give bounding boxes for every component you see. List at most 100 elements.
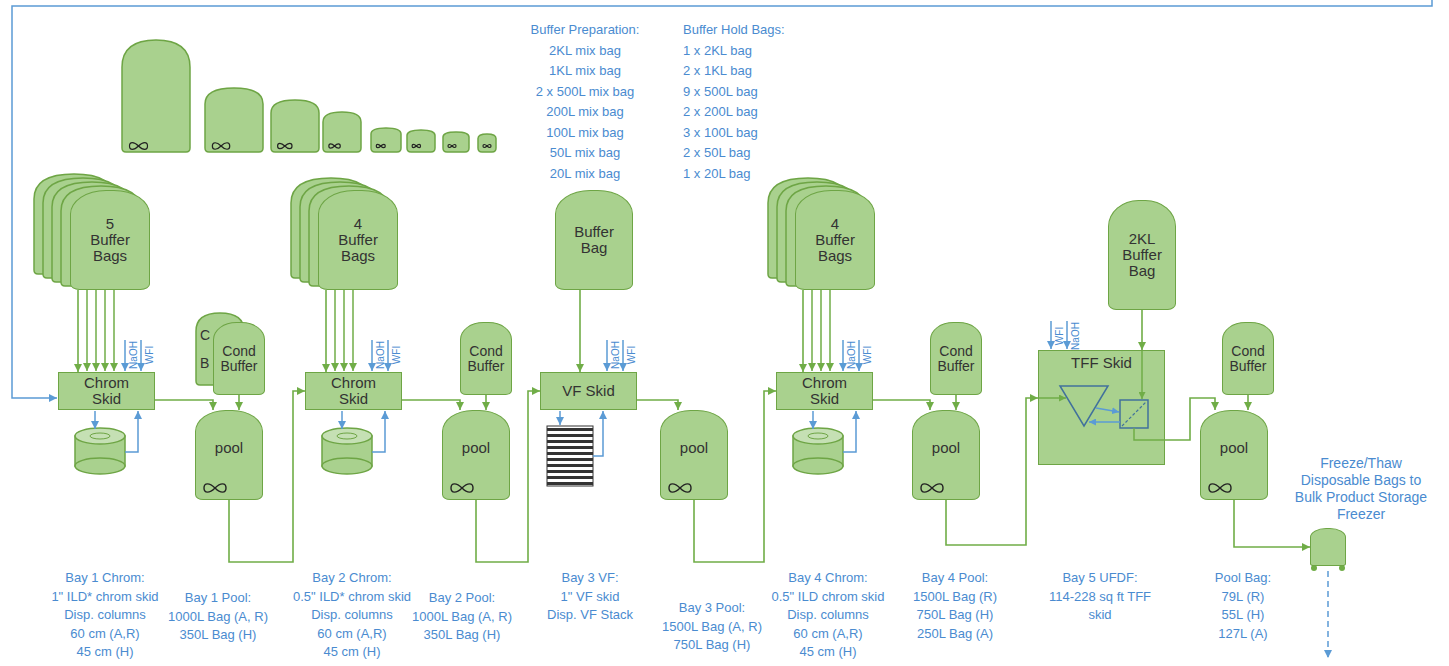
vf-stack-plate xyxy=(547,470,593,473)
prep-tank xyxy=(205,88,263,152)
annotation-label: 750L Bag (H) xyxy=(917,607,994,622)
node-label: Cond Buffer xyxy=(932,344,980,374)
node-label: 2KL Buffer Bag xyxy=(1114,231,1170,279)
utility-label: NaOH xyxy=(610,341,621,369)
utility-line xyxy=(1050,321,1052,349)
node-label: Chrom Skid xyxy=(324,375,384,407)
annotation-label: Disp. columns xyxy=(787,607,869,622)
prep-tank xyxy=(271,100,319,152)
annotation-label: 60 cm (A,R) xyxy=(793,626,862,641)
annotation-label: Disp. columns xyxy=(311,607,393,622)
chrom-column xyxy=(75,458,125,474)
cond-buffer-bag: Cond Buffer xyxy=(460,322,512,395)
mixer-symbol xyxy=(483,145,491,148)
mixer-symbol xyxy=(921,484,943,492)
column-return xyxy=(125,411,138,452)
column-return xyxy=(843,411,856,452)
node-label: Cond Buffer xyxy=(462,344,510,374)
annotation-label: 250L Bag (A) xyxy=(917,626,993,641)
buffer-line xyxy=(95,290,97,371)
annotation-label: 200L mix bag xyxy=(546,104,624,119)
annotation-label: Bay 3 VF: xyxy=(561,570,618,585)
annotation-label: 20L mix bag xyxy=(550,166,620,181)
annotation-label: 1500L Bag (R) xyxy=(913,589,997,604)
annotation-label: 50L mix bag xyxy=(550,145,620,160)
mixer-symbol xyxy=(329,144,340,148)
tff-tank xyxy=(1060,386,1108,426)
cond-buffer-bag: Cond Buffer xyxy=(1222,322,1274,395)
pool-bag: pool xyxy=(195,410,263,500)
buffer-line xyxy=(86,290,88,371)
annotation-label: 1000L Bag (A, R) xyxy=(412,609,512,624)
annotation-label: 1000L Bag (A, R) xyxy=(168,609,268,624)
node-label: VF Skid xyxy=(562,383,615,399)
chrom-skid: Chrom Skid xyxy=(58,372,155,410)
tff-buffer-feed xyxy=(1141,351,1143,399)
node-label: Freeze/Thaw Disposable Bags to Bulk Prod… xyxy=(1286,455,1436,523)
flow-connector xyxy=(325,290,327,372)
vf-feed xyxy=(559,411,561,425)
annotation-label: 3 x 100L bag xyxy=(683,125,758,140)
utility-line xyxy=(622,340,624,371)
annotation-label: 1500L Bag (A, R) xyxy=(662,619,762,634)
mixer-symbol xyxy=(669,484,691,492)
annotation-label: Bay 4 Pool: xyxy=(922,570,989,585)
flow-connector xyxy=(77,290,79,372)
buffer-line xyxy=(820,290,822,371)
vf-stack-plate xyxy=(547,476,593,479)
pool-bag: pool xyxy=(912,410,980,500)
flow-connector xyxy=(955,395,957,410)
utility-label: WFI xyxy=(1054,327,1065,345)
chrom-column xyxy=(337,433,357,439)
annotation-label: Buffer Hold Bags: xyxy=(683,22,785,37)
column-feed xyxy=(341,411,343,429)
annotation-label: 45 cm (H) xyxy=(323,644,380,659)
utility-line xyxy=(606,340,608,371)
chrom-column xyxy=(322,428,372,444)
annotation-label: 1" ILD* chrom skid xyxy=(51,589,158,604)
vf-return xyxy=(593,411,603,456)
pool-bag: pool xyxy=(660,410,728,500)
mixer-symbol xyxy=(130,143,148,150)
annotation-label: 55L (H) xyxy=(1222,607,1265,622)
pool-bag: pool xyxy=(1200,410,1268,500)
annotation-label: 2 x 1KL bag xyxy=(683,63,752,78)
prep-tank xyxy=(122,40,190,152)
stack-count: 5 xyxy=(106,216,114,232)
node-label: pool xyxy=(932,440,960,456)
stack-count: 4 xyxy=(831,216,839,232)
mixer-symbol xyxy=(451,484,473,492)
mixer-symbol xyxy=(212,143,229,150)
annotation-label: 0.5" ILD* chrom skid xyxy=(293,589,411,604)
node-label: pool xyxy=(215,440,243,456)
vf-stack xyxy=(547,426,593,486)
buffer-bag: 2KL Buffer Bag xyxy=(1108,200,1176,310)
mixer-symbol xyxy=(376,144,385,147)
buffer-bag-stack: 4Buffer Bags xyxy=(795,190,875,290)
vf-skid: VF Skid xyxy=(540,372,637,410)
node-label: Buffer Bags xyxy=(807,232,863,264)
node-label: Chrom Skid xyxy=(77,375,137,407)
utility-line xyxy=(140,340,142,371)
annotation-label: 1" VF skid xyxy=(561,589,620,604)
node-label: pool xyxy=(680,440,708,456)
prep-tank xyxy=(407,130,435,152)
mixer-symbol xyxy=(1207,482,1233,494)
vf-stack-plate xyxy=(547,440,593,443)
annotation-label: 750L Bag (H) xyxy=(674,637,751,652)
node-label: TFF Skid xyxy=(1071,355,1132,371)
utility-line xyxy=(124,340,126,371)
buffer-bag-stack: 4Buffer Bags xyxy=(318,190,398,290)
buffer-line xyxy=(811,290,813,371)
annotation-label: 1KL mix bag xyxy=(549,63,621,78)
prep-tank xyxy=(443,132,469,152)
annotation-label: Disp. VF Stack xyxy=(547,607,633,622)
hidden-bag-text: C xyxy=(200,328,210,343)
vf-stack-plate xyxy=(547,458,593,461)
buffer-line xyxy=(334,290,336,371)
chrom-column xyxy=(793,428,843,444)
chrom-skid: Chrom Skid xyxy=(776,372,873,410)
annotation-label: 350L Bag (H) xyxy=(180,627,257,642)
prep-tank xyxy=(371,128,401,152)
buffer-line xyxy=(352,290,354,371)
